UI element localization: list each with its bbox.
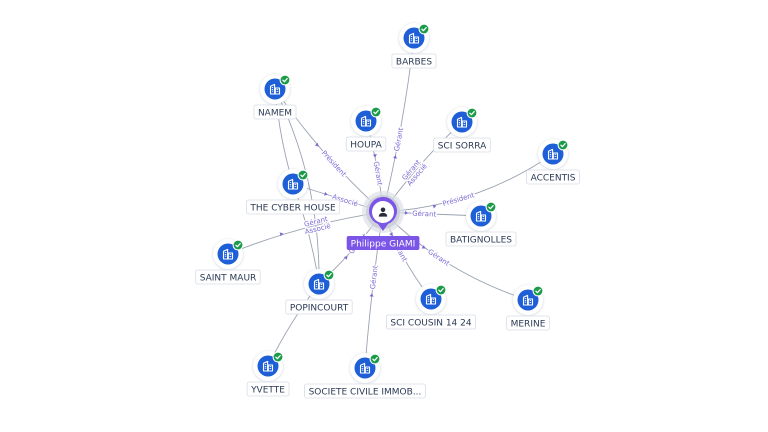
- verified-badge: [419, 24, 429, 34]
- verified-badge: [436, 285, 446, 295]
- company-label[interactable]: POPINCOURT: [285, 299, 353, 315]
- node-layer: BARBES NAMEM HOUPA SCI SORRA ACCENTIS THE CYB…: [195, 23, 580, 399]
- company-node-merine[interactable]: MERINE: [506, 285, 550, 331]
- edge-person-accentis: [382, 153, 554, 213]
- edge-label-batignolles: Gérant: [404, 209, 438, 220]
- verified-badge: [371, 107, 381, 117]
- company-label[interactable]: SOCIETE CIVILE IMMOB...: [304, 383, 426, 399]
- edge-label-houpa: Gérant: [371, 154, 385, 187]
- label-box: [195, 269, 261, 285]
- verified-badge: [467, 108, 477, 118]
- verified-badge: [280, 75, 290, 85]
- verified-badge: [298, 170, 308, 180]
- company-node-barbes[interactable]: BARBES: [391, 23, 437, 69]
- verified-badge: [486, 202, 496, 212]
- label-box: [526, 169, 580, 185]
- edge-label-namem: Président: [314, 142, 349, 180]
- label-box: [304, 383, 426, 399]
- company-node-yvette[interactable]: YVETTE: [246, 351, 290, 397]
- company-label[interactable]: MERINE: [506, 315, 550, 331]
- company-node-sci_sorra[interactable]: SCI SORRA: [433, 107, 491, 153]
- edge-arrow-icon: [323, 191, 328, 196]
- edge-arrow-icon: [421, 245, 426, 249]
- company-node-sci_cousin[interactable]: SCI COUSIN 14 24: [386, 284, 476, 330]
- company-name: ACCENTIS: [531, 174, 576, 184]
- company-label[interactable]: BATIGNOLLES: [445, 231, 517, 247]
- edge-label-saint_maur: GérantAssocié: [279, 214, 333, 237]
- company-node-accentis[interactable]: ACCENTIS: [526, 139, 580, 185]
- edge-label-text: Gérant: [426, 248, 451, 268]
- company-name: MERINE: [511, 320, 546, 330]
- company-label[interactable]: HOUPA: [345, 136, 387, 152]
- edge-arrow-icon: [372, 154, 377, 158]
- verified-badge: [370, 354, 380, 364]
- company-node-popincourt[interactable]: POPINCOURT: [285, 269, 353, 315]
- label-box: [445, 231, 517, 247]
- company-name: BARBES: [396, 58, 432, 68]
- company-label[interactable]: THE CYBER HOUSE: [246, 199, 341, 215]
- company-name: SAINT MAUR: [200, 274, 257, 284]
- label-box: [506, 315, 550, 331]
- company-name: SCI COUSIN 14 24: [390, 319, 471, 329]
- company-label[interactable]: SCI SORRA: [433, 137, 491, 153]
- person-label-box: [346, 236, 420, 250]
- verified-badge: [533, 286, 543, 296]
- company-name: YVETTE: [250, 386, 285, 396]
- person-node[interactable]: Philippe GIAMI: [346, 191, 420, 250]
- edge-label-sci_immob: Gérant: [368, 264, 381, 297]
- edge-arrow-icon: [369, 293, 374, 297]
- edge-label-text: Gérant: [369, 265, 380, 290]
- person-label[interactable]: Philippe GIAMI: [346, 236, 420, 250]
- edge-arrow-icon: [314, 142, 319, 147]
- company-label[interactable]: YVETTE: [246, 381, 290, 397]
- company-name: SCI SORRA: [438, 142, 487, 152]
- edge-label-text: GérantAssocié: [400, 157, 429, 187]
- company-name: POPINCOURT: [290, 304, 349, 314]
- edge-label-text: Gérant: [372, 161, 384, 186]
- company-name: THE CYBER HOUSE: [249, 204, 336, 214]
- company-label[interactable]: ACCENTIS: [526, 169, 580, 185]
- label-box: [391, 53, 437, 69]
- verified-badge: [273, 352, 283, 362]
- company-node-namem[interactable]: NAMEM: [253, 74, 297, 120]
- company-node-batignolles[interactable]: BATIGNOLLES: [445, 201, 517, 247]
- edge-label-text: Gérant: [393, 127, 405, 152]
- edge-label-text: Gérant: [412, 210, 437, 219]
- edge-label-text: GérantAssocié: [302, 215, 331, 236]
- verified-badge: [233, 240, 243, 250]
- edge-label-text: Président: [320, 149, 348, 179]
- label-box: [246, 381, 290, 397]
- label-box: [345, 136, 387, 152]
- company-node-sci_immob[interactable]: SOCIETE CIVILE IMMOB...: [304, 353, 426, 399]
- verified-badge: [558, 140, 568, 150]
- label-box: [285, 299, 353, 315]
- edge-arrow-icon: [404, 210, 409, 215]
- company-node-houpa[interactable]: HOUPA: [345, 106, 387, 152]
- edge-arrow-icon: [279, 232, 284, 237]
- label-box: [253, 104, 297, 120]
- edge-label-barbes: Gérant: [392, 126, 406, 159]
- company-node-cyber_house[interactable]: THE CYBER HOUSE: [246, 169, 341, 215]
- label-box: [386, 314, 476, 330]
- edge-arrow-icon: [343, 255, 348, 260]
- label-box: [246, 199, 341, 215]
- company-label[interactable]: NAMEM: [253, 104, 297, 120]
- company-node-saint_maur[interactable]: SAINT MAUR: [195, 239, 261, 285]
- company-name: BATIGNOLLES: [450, 236, 512, 246]
- verified-badge: [324, 270, 334, 280]
- company-name: NAMEM: [258, 109, 292, 119]
- edge-arrow-icon: [393, 155, 397, 159]
- edge-arrow-icon: [389, 232, 393, 237]
- company-label[interactable]: SAINT MAUR: [195, 269, 261, 285]
- person-name: Philippe GIAMI: [351, 240, 416, 250]
- company-label[interactable]: SCI COUSIN 14 24: [386, 314, 476, 330]
- company-name: HOUPA: [350, 141, 382, 151]
- company-label[interactable]: BARBES: [391, 53, 437, 69]
- company-name: SOCIETE CIVILE IMMOB...: [309, 388, 422, 398]
- label-box: [433, 137, 491, 153]
- edge-arrow-icon: [432, 204, 437, 209]
